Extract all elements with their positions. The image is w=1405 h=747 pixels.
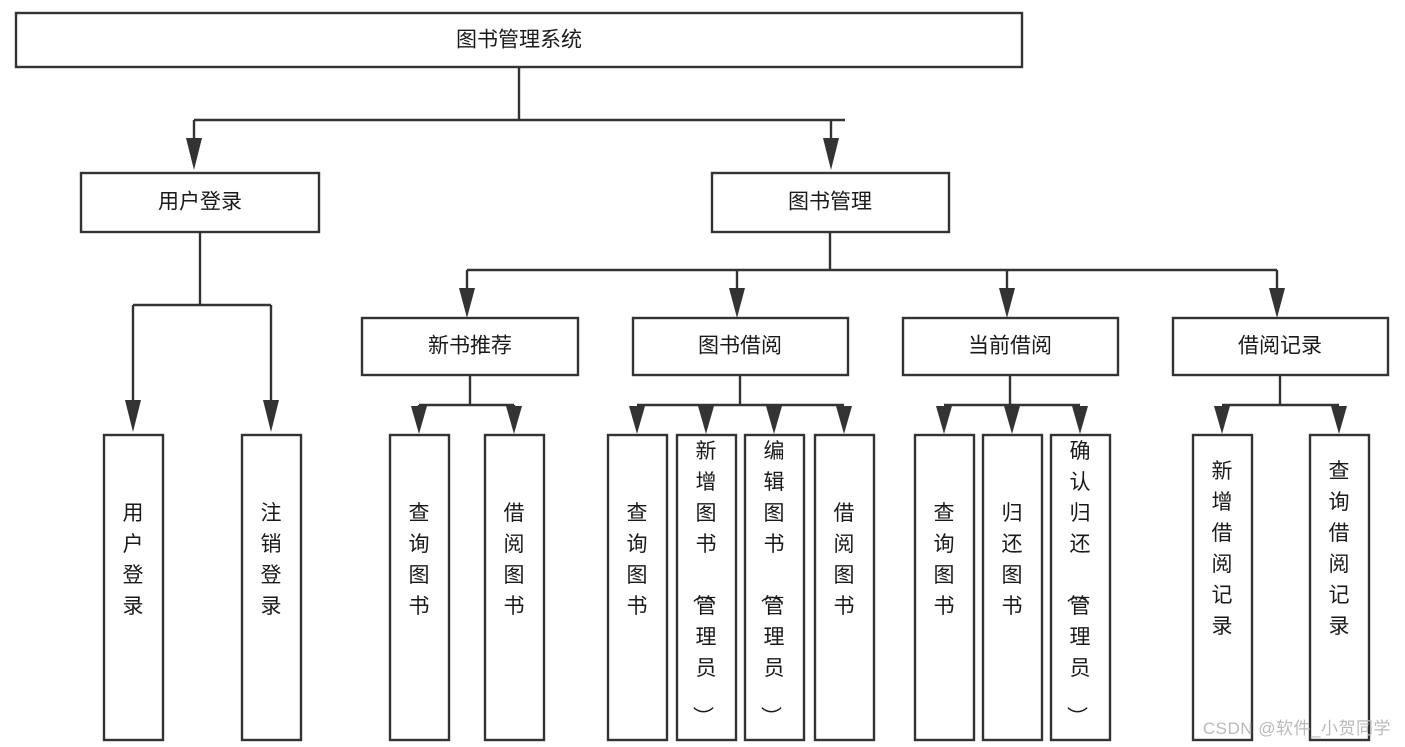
leaf-borrow-book-borrow-label: 借阅图书 [834,502,855,618]
leaf-query-book-borrow-box[interactable] [606,433,669,742]
leaf-borrow-book-recommend[interactable]: 借阅图书 [483,433,546,742]
node-book-management[interactable]: 图书管理 [710,171,951,234]
leaf-logout[interactable]: 注销登录 [240,433,303,742]
leaf-query-book-recommend-label: 查询图书 [409,502,430,618]
arrowhead-query-book-1 [411,406,427,434]
connectors-userlogin-children [125,233,279,432]
leaf-edit-book-admin[interactable]: 编辑图书（管理员） [743,433,806,742]
node-borrow-record-box[interactable] [1171,316,1390,377]
arrowhead-newbook-rec [459,288,475,318]
leaf-confirm-return-admin-box[interactable] [1049,433,1112,742]
leaf-query-book-borrow[interactable]: 查询图书 [606,433,669,742]
arrowhead-book-borrow [729,288,745,318]
arrowhead-leaf-user-login [125,400,141,432]
connectors-currentborrow-children [936,375,1088,434]
node-root-system[interactable]: 图书管理系统 [14,11,1024,69]
leaf-query-book-recommend[interactable]: 查询图书 [388,433,451,742]
node-book-borrow[interactable]: 图书借阅 [631,316,850,377]
node-book-borrow-label: 图书借阅 [698,335,782,358]
arrowhead-confirm-return [1072,406,1088,434]
leaf-borrow-book-recommend-box[interactable] [483,433,546,742]
node-user-login[interactable]: 用户登录 [79,171,321,234]
arrowhead-query-book-2 [629,406,645,434]
leaf-return-book-box[interactable] [981,433,1044,742]
leaf-add-book-admin[interactable]: 新增图书（管理员） [675,433,738,742]
connectors-bookborrow-children [629,375,852,434]
arrowhead-add-book [698,406,714,434]
node-new-book-recommend-box[interactable] [360,316,580,377]
leaf-query-borrow-record-label: 查询借阅记录 [1329,460,1350,638]
arrowhead-return-book [1004,406,1020,434]
leaf-user-login-box[interactable] [102,433,165,742]
leaf-user-login[interactable]: 用户登录 [102,433,165,742]
connectors-borrowrecord-children [1214,375,1347,434]
leaf-user-login-label: 用户登录 [123,502,144,618]
arrowhead-edit-book [766,406,782,434]
node-root-label: 图书管理系统 [456,29,582,52]
leaf-query-book-current[interactable]: 查询图书 [913,433,976,742]
leaf-query-book-current-label: 查询图书 [934,502,955,618]
node-current-borrow-label: 当前借阅 [968,335,1052,358]
leaf-return-book-label: 归还图书 [1002,502,1023,618]
arrowhead-leaf-logout [263,400,279,432]
node-current-borrow-box[interactable] [901,316,1120,377]
leaf-add-borrow-record-label: 新增借阅记录 [1212,460,1233,638]
connectors-root-to-level2 [186,67,845,170]
leaf-query-borrow-record-box[interactable] [1308,433,1371,742]
arrowhead-borrow-record [1269,288,1285,318]
arrowhead-bookmgmt [823,138,839,170]
leaf-edit-book-admin-label: 编辑图书（管理员） [759,440,785,727]
node-current-borrow[interactable]: 当前借阅 [901,316,1120,377]
leaf-query-book-current-box[interactable] [913,433,976,742]
leaf-query-book-recommend-box[interactable] [388,433,451,742]
arrowhead-borrow-book-1 [506,406,522,434]
leaf-edit-book-admin-box[interactable] [743,433,806,742]
arrowhead-current-borrow [999,288,1015,318]
leaf-confirm-return-admin[interactable]: 确认归还（管理员） [1049,433,1112,742]
leaf-confirm-return-admin-label: 确认归还（管理员） [1065,440,1091,727]
arrowhead-userlogin [186,138,202,170]
connectors-bookmgmt-children [459,233,1285,318]
arrowhead-add-record [1214,406,1230,434]
connectors-newbookrec-children [411,375,522,434]
arrowhead-query-book-3 [936,406,952,434]
node-borrow-record[interactable]: 借阅记录 [1171,316,1390,377]
node-book-management-label: 图书管理 [788,191,872,214]
leaf-borrow-book-recommend-label: 借阅图书 [504,502,525,618]
node-root-box[interactable] [14,11,1024,69]
leaf-borrow-book-borrow-box[interactable] [813,433,876,742]
node-new-book-recommend-label: 新书推荐 [428,335,512,358]
node-book-management-box[interactable] [710,171,951,234]
leaf-return-book[interactable]: 归还图书 [981,433,1044,742]
leaf-borrow-book-borrow[interactable]: 借阅图书 [813,433,876,742]
node-new-book-recommend[interactable]: 新书推荐 [360,316,580,377]
leaf-query-borrow-record[interactable]: 查询借阅记录 [1308,433,1371,742]
node-borrow-record-label: 借阅记录 [1238,335,1322,358]
leaf-add-borrow-record[interactable]: 新增借阅记录 [1191,433,1254,742]
leaf-add-book-admin-box[interactable] [675,433,738,742]
leaf-add-book-admin-label: 新增图书（管理员） [691,440,717,727]
arrowhead-borrow-book-2 [836,406,852,434]
arrowhead-query-record [1331,406,1347,434]
leaf-add-borrow-record-box[interactable] [1191,433,1254,742]
node-user-login-box[interactable] [79,171,321,234]
leaf-logout-label: 注销登录 [261,502,282,618]
node-user-login-label: 用户登录 [158,191,242,214]
leaf-query-book-borrow-label: 查询图书 [627,502,648,618]
leaf-logout-box[interactable] [240,433,303,742]
node-book-borrow-box[interactable] [631,316,850,377]
